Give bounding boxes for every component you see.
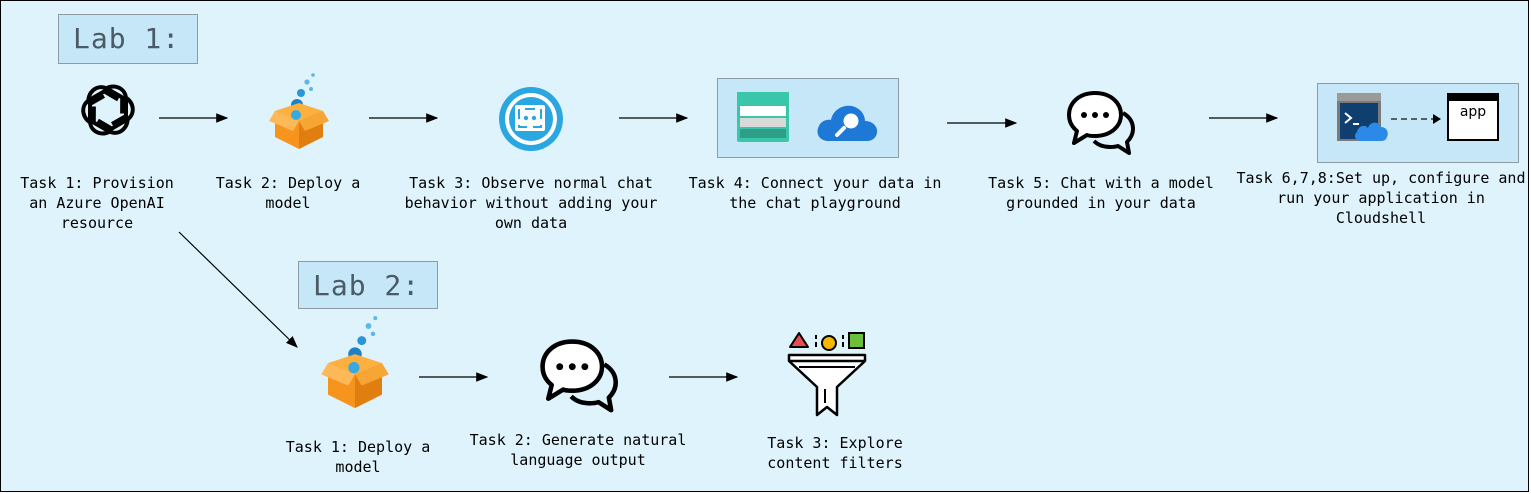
app-window-text: app xyxy=(1459,104,1487,120)
lab1-task1-label: Task 1: Provision an Azure OpenAI resour… xyxy=(20,174,174,232)
lab1-task2-label: Task 2: Deploy a model xyxy=(215,174,361,212)
app-window-icon: app xyxy=(1447,93,1499,141)
package-deploy-icon xyxy=(321,316,389,409)
lab2-task1-label: Task 1: Deploy a model xyxy=(285,438,431,476)
lab1-task6-label: Task 6,7,8:Set up, configure and run you… xyxy=(1236,169,1526,227)
arrow-lab1-lab2 xyxy=(178,231,298,348)
lab1-title: Lab 1: xyxy=(58,14,198,64)
package-deploy-icon xyxy=(269,73,329,149)
cloudshell-terminal-icon xyxy=(1337,93,1388,141)
lab1-task4-label: Task 4: Connect your data in the chat pl… xyxy=(688,174,942,212)
lab2-task2-label: Task 2: Generate natural language output xyxy=(469,431,687,469)
search-cloud-icon xyxy=(817,105,878,141)
chat-bubbles-icon xyxy=(540,339,618,413)
lab2-task3-label: Task 3: Explore content filters xyxy=(767,434,903,472)
filter-funnel-icon xyxy=(787,332,867,417)
storage-table-icon xyxy=(737,92,789,142)
lab2-title: Lab 2: xyxy=(298,261,438,309)
lab1-task5-label: Task 5: Chat with a model grounded in yo… xyxy=(988,174,1214,212)
task4-icon-panel xyxy=(717,78,899,158)
chat-bot-icon xyxy=(499,87,563,151)
openai-logo-icon xyxy=(81,84,135,136)
lab1-task3-label: Task 3: Observe normal chat behavior wit… xyxy=(404,174,658,232)
chat-bubbles-icon xyxy=(1067,91,1135,155)
dashed-arrow-icon xyxy=(1391,114,1441,124)
